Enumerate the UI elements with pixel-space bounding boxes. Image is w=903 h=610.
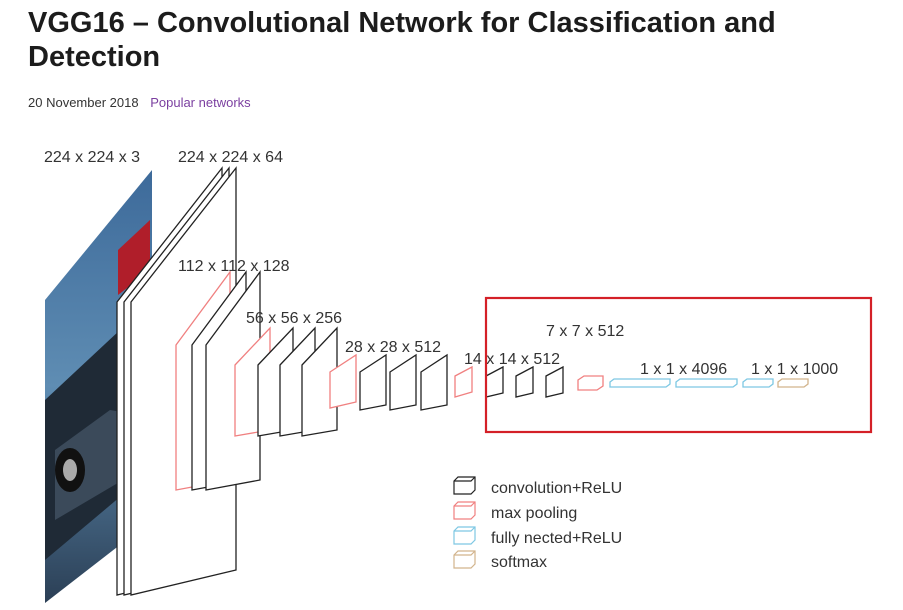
legend-softmax-swatch (453, 550, 476, 569)
softmax-layer (777, 378, 809, 388)
label-conv1-dim: 224 x 224 x 64 (178, 149, 283, 166)
label-pool5-dim: 7 x 7 x 512 (546, 323, 624, 340)
legend-conv-swatch (453, 476, 476, 495)
label-conv2-dim: 112 x 112 x 128 (178, 258, 290, 275)
legend-pool-swatch (453, 501, 476, 520)
post-date: 20 November 2018 (28, 95, 139, 110)
label-input-dim: 224 x 224 x 3 (44, 149, 140, 166)
conv3-block (234, 326, 338, 437)
page-title: VGG16 – Convolutional Network for Classi… (28, 7, 776, 73)
conv2-block (175, 270, 261, 491)
highlight-box (484, 296, 873, 434)
legend-fc-swatch (453, 526, 476, 545)
pool5-layer (577, 375, 604, 391)
fc-layers (609, 378, 774, 388)
label-fc-dim: 1 x 1 x 4096 (640, 361, 727, 378)
label-conv5-dim: 14 x 14 x 512 (464, 351, 560, 368)
category-link[interactable]: Popular networks (150, 95, 251, 110)
legend-conv-label: convolution+ReLU (491, 480, 622, 497)
legend-pool-label: max pooling (491, 505, 577, 522)
label-conv3-dim: 56 x 56 x 256 (246, 310, 342, 327)
post-meta: 20 November 2018 Popular networks (28, 95, 251, 110)
legend-softmax-label: softmax (491, 554, 547, 571)
legend-fc-label: fully nected+ReLU (491, 530, 622, 547)
legend: convolution+ReLU max pooling fully necte… (453, 476, 622, 571)
conv5-block (454, 365, 564, 398)
label-conv4-dim: 28 x 28 x 512 (345, 339, 441, 356)
conv4-block (329, 353, 448, 411)
label-output-dim: 1 x 1 x 1000 (751, 361, 838, 378)
